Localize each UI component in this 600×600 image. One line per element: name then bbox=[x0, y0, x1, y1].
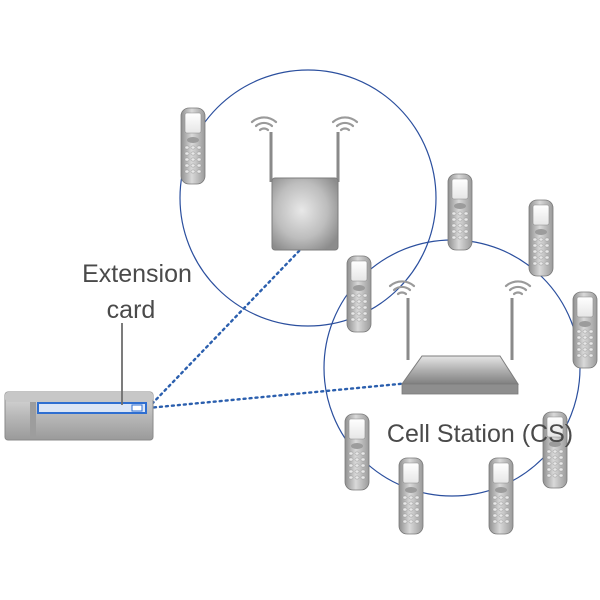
extension-card-label-line2: card bbox=[107, 296, 156, 324]
cell-station-icon bbox=[401, 298, 519, 395]
wireless-signal-icon bbox=[250, 116, 278, 132]
cell-station-label: Cell Station (CS) bbox=[387, 420, 573, 448]
cordless-handset-icon bbox=[447, 173, 473, 251]
link-to-lower-station bbox=[146, 380, 422, 410]
extension-card-slot bbox=[37, 402, 147, 414]
wireless-signal-icon bbox=[331, 116, 359, 132]
coverage-circle-upper bbox=[179, 69, 437, 327]
cordless-handset-icon bbox=[398, 457, 424, 535]
cordless-handset-icon bbox=[344, 413, 370, 491]
extension-card-label-line1: Extension bbox=[82, 260, 192, 288]
cordless-handset-icon bbox=[528, 199, 554, 277]
cordless-handset-icon bbox=[180, 107, 206, 185]
pbx-chassis-icon bbox=[4, 391, 154, 441]
cordless-handset-icon bbox=[346, 255, 372, 333]
cordless-handset-icon bbox=[572, 291, 598, 369]
cell-station-icon bbox=[269, 132, 340, 251]
wireless-signal-icon bbox=[388, 280, 416, 296]
link-to-upper-station bbox=[146, 248, 302, 410]
wireless-signal-icon bbox=[504, 280, 532, 296]
cordless-handset-icon bbox=[488, 457, 514, 535]
